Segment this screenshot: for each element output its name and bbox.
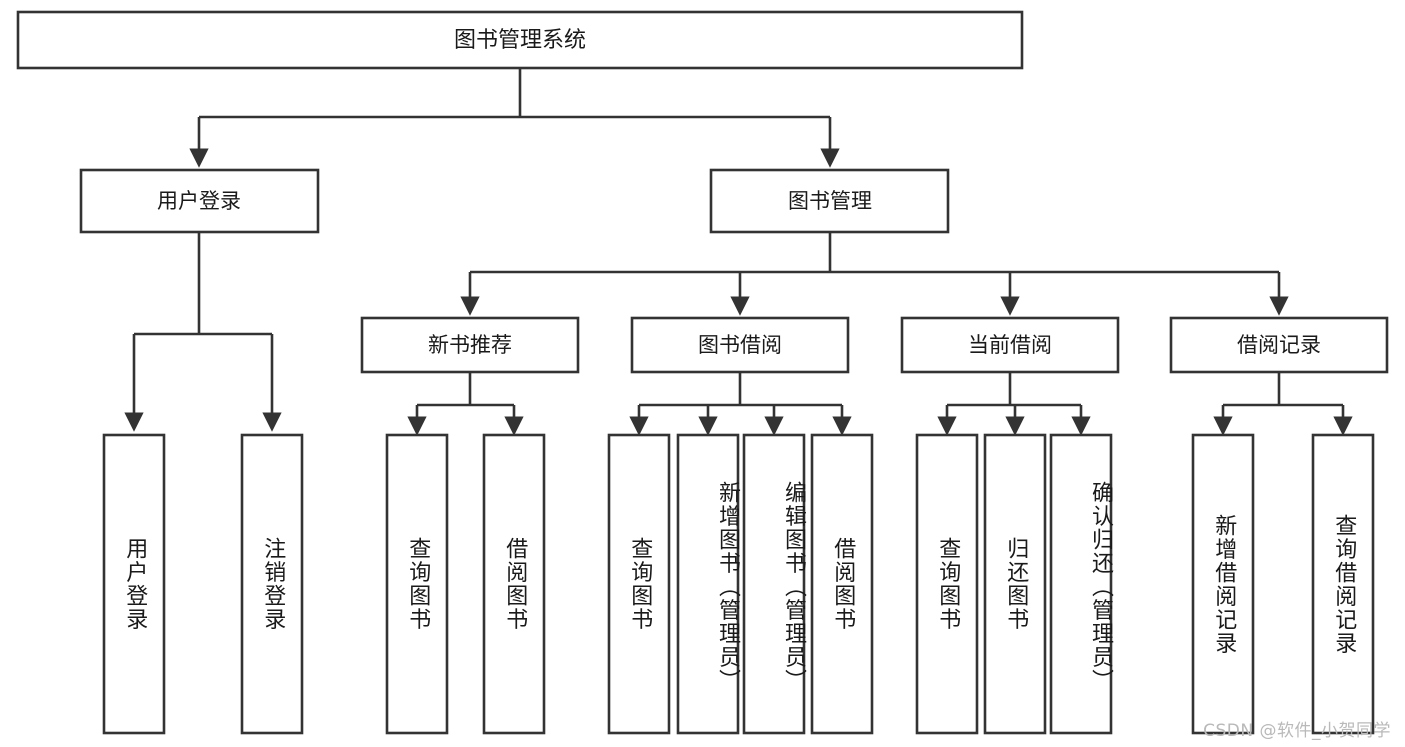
leaf-box-new-book-2[interactable] (482, 433, 546, 735)
leaf-box-current-borrow-1[interactable] (915, 433, 979, 735)
node-root-label: 图书管理系统 (454, 28, 586, 53)
leaf-box-current-borrow-2[interactable] (983, 433, 1047, 735)
node-new-book-recommend[interactable]: 新书推荐 (360, 316, 580, 374)
node-current-borrow-box[interactable] (900, 316, 1120, 374)
node-user-login[interactable]: 用户登录 (79, 168, 320, 234)
node-book-borrow[interactable]: 图书借阅 (630, 316, 850, 374)
connector-group-book-mgmt (460, 232, 1289, 316)
node-book-management[interactable]: 图书管理 (709, 168, 950, 234)
leaf-box-borrow-record-1[interactable] (1191, 433, 1255, 735)
connector-group-new-book (407, 372, 524, 436)
leaf-box-user-login-2[interactable] (240, 433, 304, 735)
leaf-box-book-borrow-2[interactable] (676, 433, 740, 735)
connector-group-borrow-record (1213, 372, 1353, 436)
connector-group-user-login (124, 232, 282, 432)
node-book-management-box[interactable] (709, 168, 950, 234)
connector-group-current-borrow (937, 372, 1091, 436)
node-book-borrow-label: 图书借阅 (698, 333, 782, 357)
node-borrow-record-box[interactable] (1169, 316, 1389, 374)
node-new-book-recommend-label: 新书推荐 (428, 333, 512, 357)
watermark-text: CSDN @软件_小贺同学 (1203, 721, 1391, 741)
leaf-box-book-borrow-4[interactable] (810, 433, 874, 735)
node-current-borrow-label: 当前借阅 (968, 333, 1052, 357)
node-new-book-recommend-box[interactable] (360, 316, 580, 374)
leaf-box-new-book-1[interactable] (385, 433, 449, 735)
leaf-box-borrow-record-2[interactable] (1311, 433, 1375, 735)
node-book-management-label: 图书管理 (788, 189, 872, 213)
leaf-box-book-borrow-3[interactable] (742, 433, 806, 735)
node-borrow-record[interactable]: 借阅记录 (1169, 316, 1389, 374)
connector-group-book-borrow (629, 372, 852, 436)
node-user-login-box[interactable] (79, 168, 320, 234)
leaf-box-current-borrow-3[interactable] (1049, 433, 1113, 735)
leaf-box-book-borrow-1[interactable] (607, 433, 671, 735)
leaf-box-user-login-1[interactable] (102, 433, 166, 735)
node-root-box[interactable] (16, 10, 1024, 70)
node-current-borrow[interactable]: 当前借阅 (900, 316, 1120, 374)
node-book-borrow-box[interactable] (630, 316, 850, 374)
node-root[interactable]: 图书管理系统 (16, 10, 1024, 70)
node-borrow-record-label: 借阅记录 (1237, 333, 1321, 357)
node-user-login-label: 用户登录 (157, 189, 241, 213)
connector-group-root (189, 68, 840, 168)
